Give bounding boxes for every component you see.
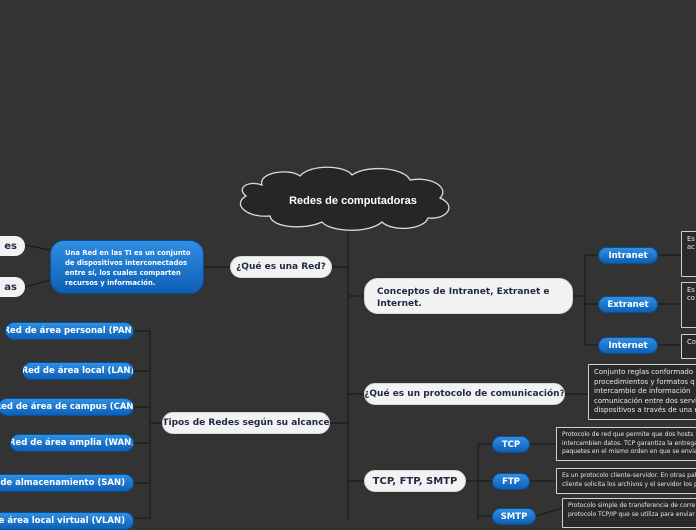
extranet-node[interactable]: Extranet bbox=[598, 296, 658, 313]
internet-node[interactable]: Internet bbox=[598, 337, 658, 354]
root-title[interactable]: Redes de computadoras bbox=[289, 195, 417, 207]
smtp-node[interactable]: SMTP bbox=[492, 508, 536, 525]
root-cloud bbox=[239, 166, 450, 231]
que-es-red-node[interactable]: ¿Qué es una Red? bbox=[230, 256, 332, 278]
protocolo-node[interactable]: ¿Qué es un protocolo de comunicación? bbox=[364, 383, 565, 405]
intranet-desc: Es de ac lin bbox=[681, 231, 696, 277]
tipo-can[interactable]: Red de área de campus (CAN) bbox=[0, 398, 134, 416]
left-stub-1[interactable]: es bbox=[0, 236, 25, 256]
protocolo-desc: Conjunto reglas conformado procedimiento… bbox=[588, 364, 696, 420]
ftp-node[interactable]: FTP bbox=[492, 473, 530, 490]
smtp-desc: Protocolo simple de transferencia de cor… bbox=[562, 498, 696, 528]
extranet-desc: Es us ac co bbox=[681, 282, 696, 328]
tipo-pan[interactable]: Red de área personal (PAN) bbox=[5, 322, 134, 340]
conceptos-node[interactable]: Conceptos de Intranet, Extranet e Intern… bbox=[364, 278, 573, 314]
ftp-desc: Es un protocolo cliente-servidor. En otr… bbox=[556, 468, 696, 494]
tipo-wan[interactable]: Red de área amplia (WAN) bbox=[10, 434, 134, 452]
tcp-desc: Protocolo de red que permite que dos hos… bbox=[556, 427, 696, 461]
tipo-vlan[interactable]: Red de área local virtual (VLAN) bbox=[0, 512, 134, 530]
red-definition[interactable]: Una Red en las TI es un conjunto de disp… bbox=[50, 240, 204, 294]
left-stub-2[interactable]: as bbox=[0, 277, 25, 297]
internet-desc: Co de bbox=[681, 334, 696, 359]
intranet-node[interactable]: Intranet bbox=[598, 247, 658, 264]
tcp-ftp-smtp-node[interactable]: TCP, FTP, SMTP bbox=[364, 470, 466, 492]
tcp-node[interactable]: TCP bbox=[492, 436, 530, 453]
tipos-redes-node[interactable]: Tipos de Redes según su alcance bbox=[162, 412, 330, 434]
tipo-san[interactable]: área de almacenamiento (SAN) bbox=[0, 474, 134, 492]
tipo-lan[interactable]: Red de área local (LAN) bbox=[22, 362, 134, 380]
